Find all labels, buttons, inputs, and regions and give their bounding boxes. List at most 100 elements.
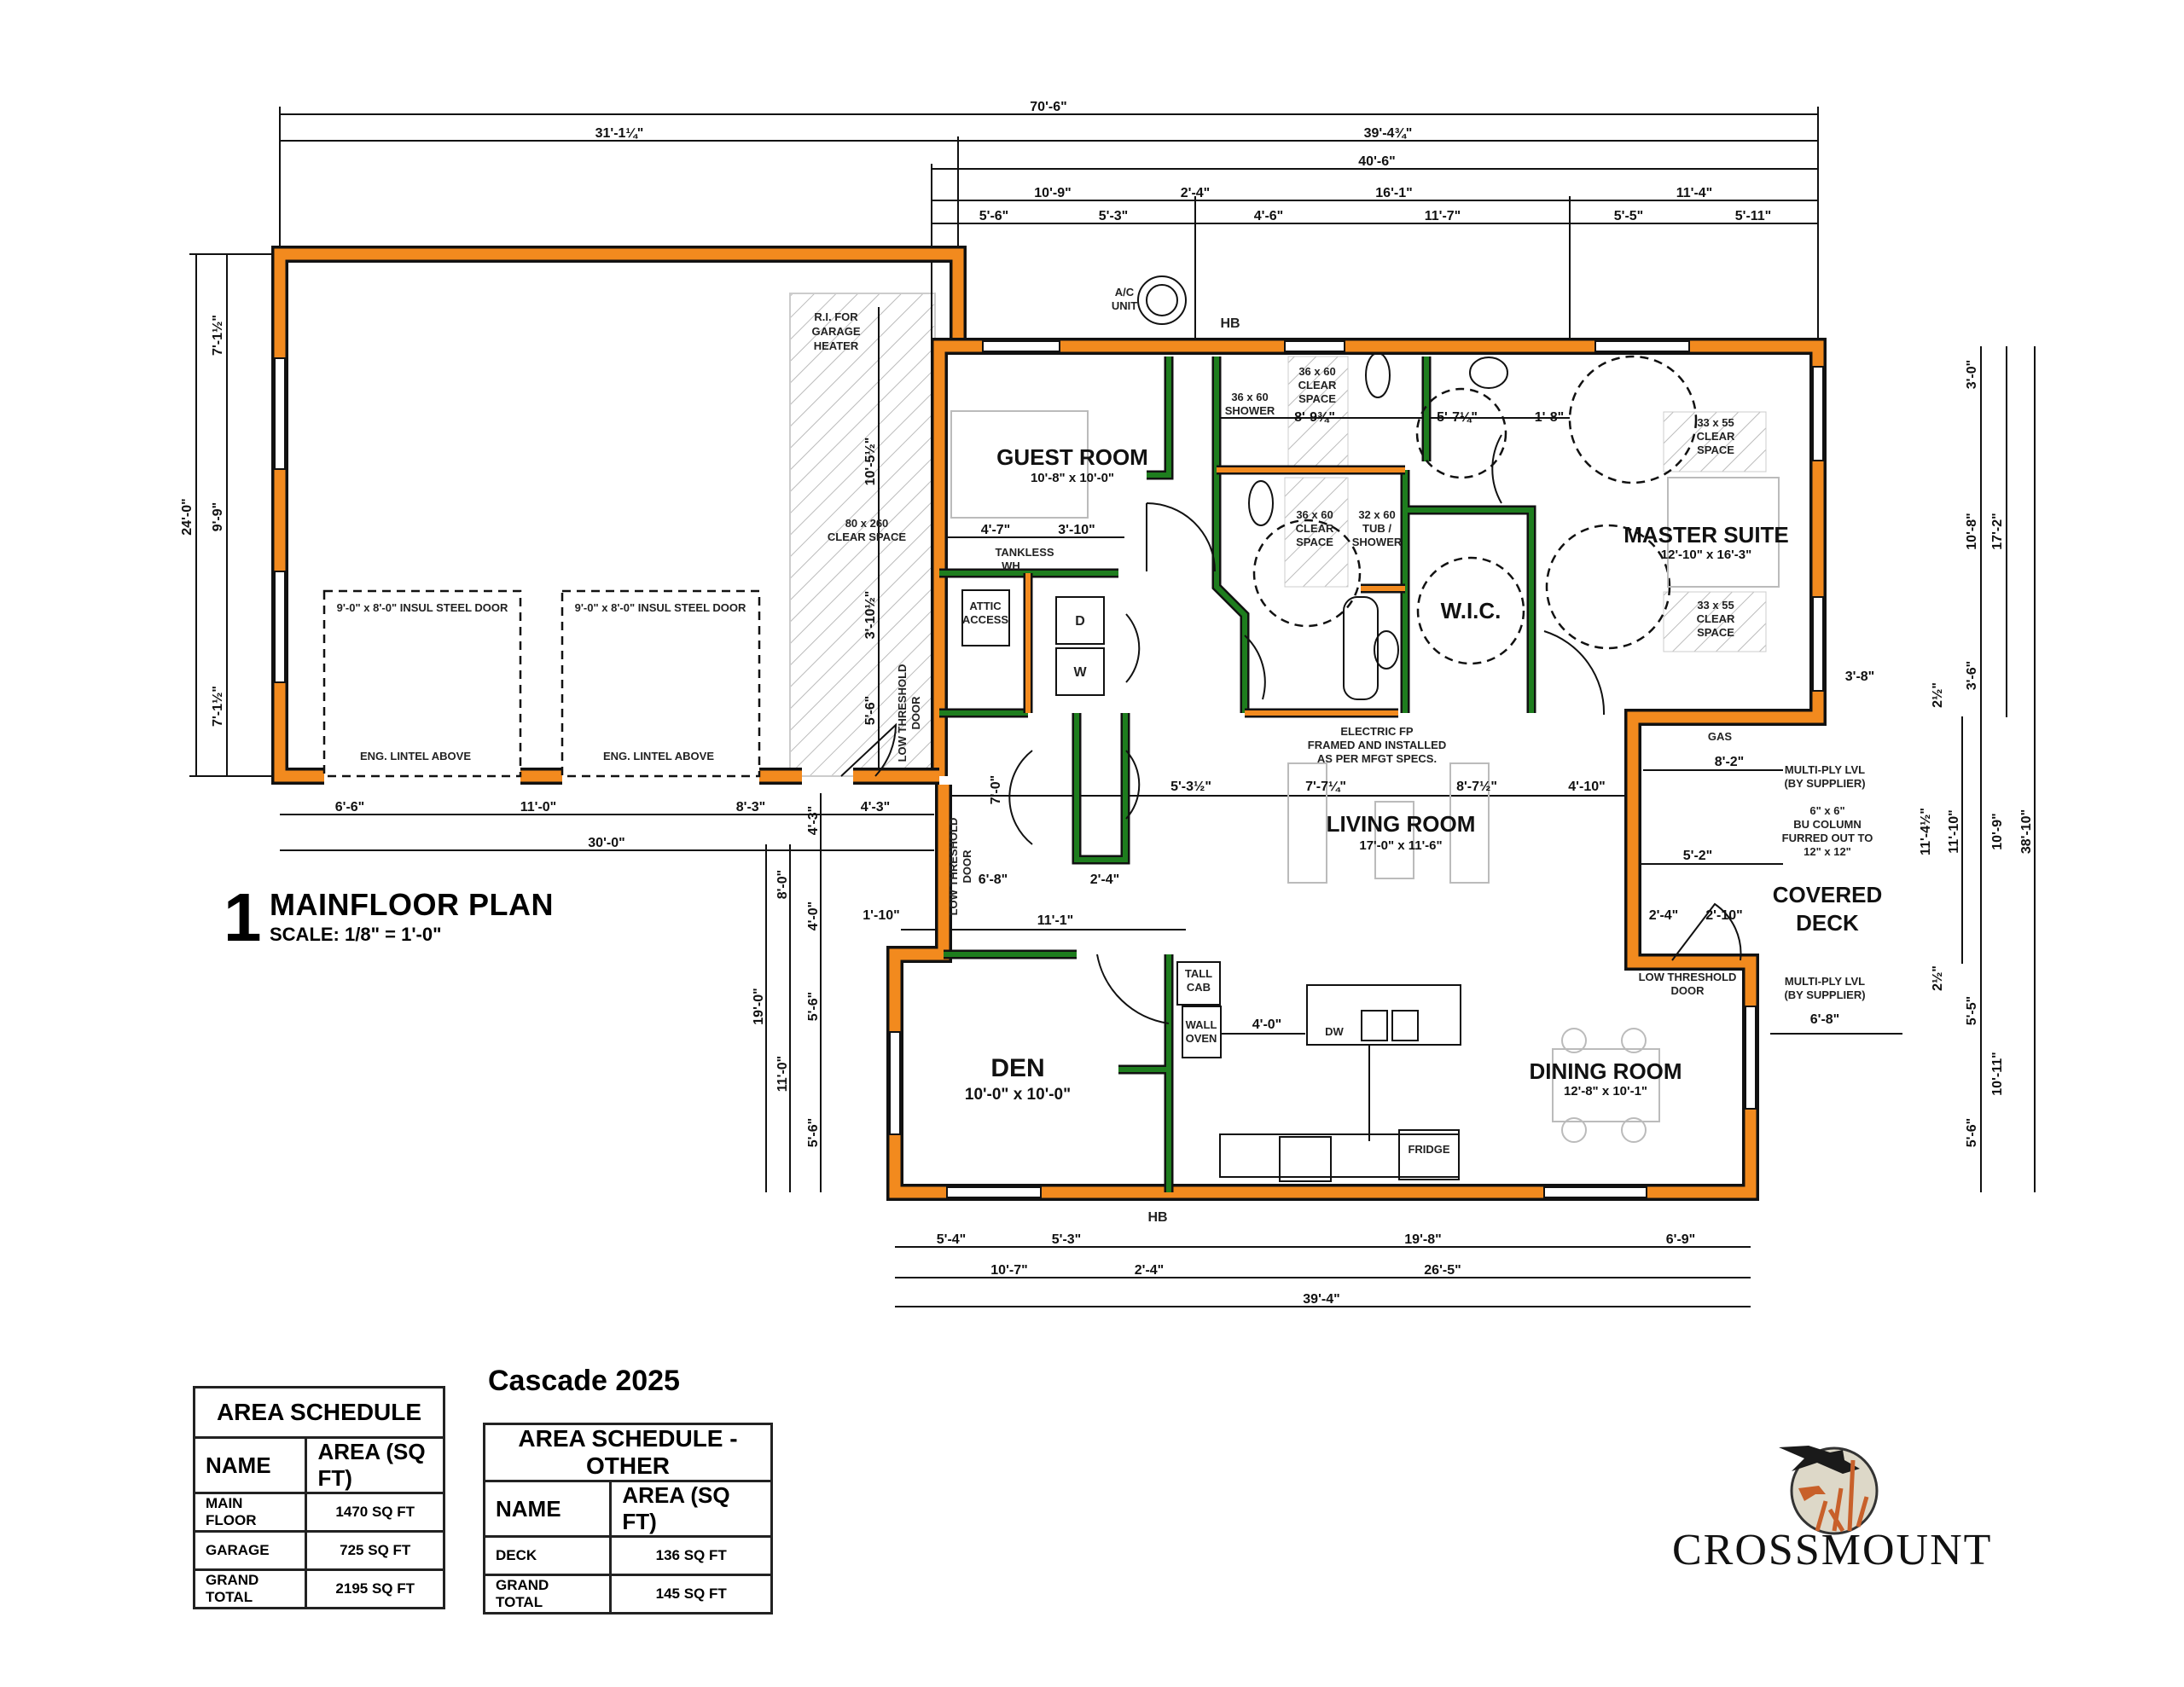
dimension-label: 5'-3½" — [1170, 780, 1211, 794]
note-fireplace: AS PER MFGT SPECS. — [1317, 752, 1437, 765]
note-lvl: (BY SUPPLIER) — [1784, 777, 1865, 790]
note-clear-33: SPACE — [1697, 443, 1734, 456]
note-ac: UNIT — [1112, 299, 1137, 312]
windows — [274, 340, 1824, 1198]
note-low-threshold: LOW THRESHOLD — [1639, 971, 1737, 983]
note-attic: ACCESS — [962, 613, 1009, 626]
dimension-label: 10'-5½" — [863, 438, 878, 486]
dimension-label: 7'-1½" — [211, 315, 225, 356]
dimension-label: 5'-6" — [979, 209, 1009, 223]
dimension-label: 11'-0" — [775, 1056, 790, 1093]
room-wic-name: W.I.C. — [1441, 598, 1502, 623]
dimension-label: 4'-7" — [981, 523, 1011, 537]
dimension-label: 6'-9" — [1666, 1232, 1696, 1247]
dimension-label: 7'-0" — [989, 775, 1003, 805]
room-labels: GUEST ROOM 10'-8" x 10'-0" MASTER SUITE … — [965, 444, 1882, 1104]
dimension-label: 4'-6" — [1254, 209, 1284, 223]
note-dw: DW — [1325, 1025, 1344, 1038]
note-attic: ATTIC — [969, 600, 1002, 612]
room-deck-name-1: COVERED — [1773, 882, 1883, 907]
note-clear-36: CLEAR — [1296, 522, 1334, 535]
dimension-label: 5'-4" — [937, 1232, 967, 1247]
exterior-walls — [271, 246, 1827, 1201]
column-header: NAME — [482, 1480, 613, 1538]
note-lintel: ENG. LINTEL ABOVE — [360, 750, 471, 762]
dimension-label: 5'-3" — [1099, 209, 1129, 223]
plan-number: 1 — [224, 879, 262, 955]
dimension-label: 2½" — [1931, 682, 1945, 708]
dimension-label: 11'-7" — [1425, 209, 1461, 223]
room-living-name: LIVING ROOM — [1327, 811, 1476, 837]
cell-name: DECK — [482, 1535, 613, 1576]
note-low-threshold: DOOR — [1671, 984, 1705, 997]
room-master-size: 12'-10" x 16'-3" — [1661, 548, 1751, 562]
table-title: AREA SCHEDULE — [193, 1386, 445, 1439]
note-tub: SHOWER — [1352, 536, 1403, 548]
dimension-label: 2½" — [1931, 965, 1945, 991]
dimension-label: 8'-2" — [1715, 755, 1745, 769]
cell-area: 725 SQ FT — [305, 1530, 445, 1571]
plan-title: MAINFLOOR PLAN — [270, 887, 554, 922]
dimension-label: 19'-8" — [1404, 1232, 1441, 1247]
dimension-label: 10'-7" — [990, 1263, 1027, 1278]
column-header: AREA (SQ FT) — [609, 1480, 773, 1538]
note-heater: R.I. FOR — [814, 310, 858, 323]
dimension-label: 8'-3" — [736, 800, 766, 815]
room-guest-size: 10'-8" x 10'-0" — [1031, 471, 1114, 485]
dimension-label: 5'-6" — [1965, 1118, 1979, 1148]
room-dining-name: DINING ROOM — [1529, 1058, 1682, 1084]
dimension-label: 5'-5" — [1614, 209, 1644, 223]
room-guest-name: GUEST ROOM — [996, 444, 1148, 470]
note-shower: SHOWER — [1225, 404, 1275, 417]
dimension-label: 5'-7¼" — [1437, 410, 1478, 425]
cell-area: 145 SQ FT — [609, 1574, 773, 1615]
note-hose-bib: HB — [1220, 316, 1240, 331]
note-lvl: MULTI-PLY LVL — [1785, 975, 1865, 988]
dimension-label: 6'-6" — [335, 800, 365, 815]
dimension-label: 6'-8" — [1810, 1012, 1840, 1027]
dimension-label: 2'-4" — [1135, 1263, 1165, 1278]
cell-name: GRAND TOTAL — [482, 1574, 613, 1615]
note-low-threshold: DOOR — [961, 849, 973, 884]
dimension-label: 31'-1¼" — [595, 126, 644, 141]
note-clear-36: CLEAR — [1298, 379, 1337, 391]
room-master-name: MASTER SUITE — [1623, 522, 1789, 548]
room-living-size: 17'-0" x 11'-6" — [1359, 838, 1442, 853]
note-low-threshold: LOW THRESHOLD — [896, 664, 909, 762]
dimension-label: 11'-10" — [1947, 809, 1961, 853]
crossmount-logo-emblem — [1779, 1446, 1879, 1535]
cell-area: 136 SQ FT — [609, 1535, 773, 1576]
note-clear-33: 33 x 55 — [1697, 599, 1734, 612]
note-lintel: ENG. LINTEL ABOVE — [603, 750, 714, 762]
note-garage-clear: CLEAR SPACE — [828, 530, 907, 543]
dimension-label: 4'-3" — [806, 806, 821, 836]
dimension-label: 9'-9" — [211, 502, 225, 532]
dimension-label: 5'-6" — [863, 696, 878, 726]
dimension-label: 38'-10" — [2019, 809, 2034, 854]
note-column: 12" x 12" — [1804, 845, 1851, 858]
dimension-label: 8'-0" — [775, 870, 790, 900]
note-clear-33: 33 x 55 — [1697, 416, 1734, 429]
dimension-label: 2'-4" — [1090, 872, 1120, 887]
cell-name: MAIN FLOOR — [192, 1492, 308, 1533]
dimension-label: 4'-10" — [1568, 780, 1605, 794]
note-fridge: FRIDGE — [1408, 1143, 1449, 1156]
dimension-label: 10'-9" — [1990, 813, 2005, 849]
dimension-label: 10'-9" — [1034, 186, 1071, 200]
dimension-label: 7'-1½" — [211, 686, 225, 727]
note-heater: GARAGE — [811, 325, 860, 338]
note-garage-door: 9'-0" x 8'-0" INSUL STEEL DOOR — [337, 601, 508, 614]
plan-notes: A/C UNIT R.I. FOR GARAGE HEATER 80 x 260… — [337, 286, 1873, 1225]
note-lvl: MULTI-PLY LVL — [1785, 763, 1865, 776]
dimension-label: 17'-2" — [1990, 513, 2005, 549]
note-heater: HEATER — [814, 339, 859, 352]
dimension-label: 10'-11" — [1990, 1052, 2005, 1095]
column-header: NAME — [192, 1436, 308, 1494]
doors — [322, 355, 1742, 1024]
table-title: AREA SCHEDULE - OTHER — [483, 1423, 773, 1482]
dimension-label: 19'-0" — [752, 988, 766, 1024]
